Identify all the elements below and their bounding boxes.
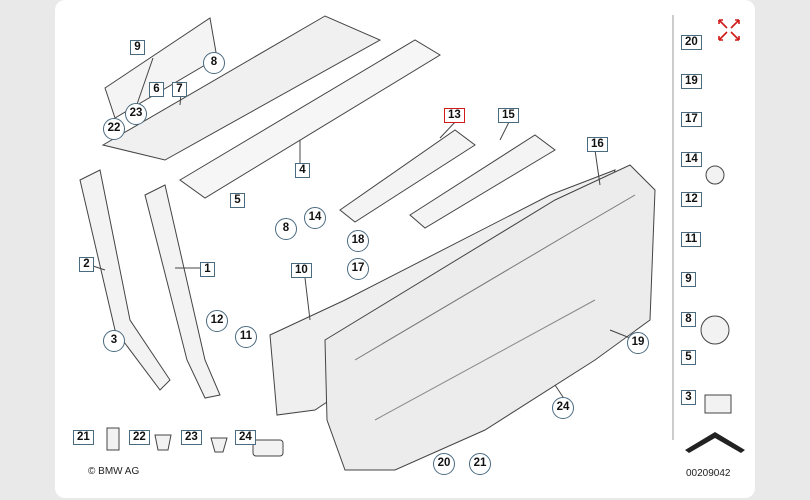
part-24-icon — [252, 439, 284, 457]
right-label-11[interactable]: 11 — [681, 232, 702, 247]
parts-diagram — [79, 15, 745, 471]
expand-arrows-icon — [718, 19, 740, 41]
label-15[interactable]: 15 — [498, 108, 519, 123]
label-22[interactable]: 22 — [103, 118, 125, 140]
label-13-highlighted[interactable]: 13 — [444, 108, 465, 123]
label-17[interactable]: 17 — [347, 258, 369, 280]
arrow-icon — [685, 432, 745, 453]
label-8-b[interactable]: 8 — [275, 218, 297, 240]
door-trim-panel — [324, 164, 656, 471]
right-label-12[interactable]: 12 — [681, 192, 702, 207]
label-9[interactable]: 9 — [130, 40, 145, 55]
right-label-14[interactable]: 14 — [681, 152, 702, 167]
bottom-label-23[interactable]: 23 — [181, 430, 202, 445]
trim-strip-4 — [179, 39, 441, 199]
bottom-label-24[interactable]: 24 — [235, 430, 256, 445]
label-4[interactable]: 4 — [295, 163, 310, 178]
part-22-icon — [154, 434, 172, 451]
part-number-text: 00209042 — [686, 468, 731, 479]
right-label-19[interactable]: 19 — [681, 74, 702, 89]
label-23[interactable]: 23 — [125, 103, 147, 125]
handle-cover-13 — [339, 129, 476, 223]
part-8-icon — [700, 315, 730, 345]
label-11[interactable]: 11 — [235, 326, 257, 348]
diagram-card: 9 8 6 7 23 22 4 5 2 1 3 14 8 18 10 17 12… — [55, 0, 755, 498]
right-label-20[interactable]: 20 — [681, 35, 702, 50]
label-14[interactable]: 14 — [304, 207, 326, 229]
bottom-label-22[interactable]: 22 — [129, 430, 150, 445]
right-label-9[interactable]: 9 — [681, 272, 696, 287]
label-10[interactable]: 10 — [291, 263, 312, 278]
label-1[interactable]: 1 — [200, 262, 215, 277]
right-label-17[interactable]: 17 — [681, 112, 702, 127]
bottom-label-21[interactable]: 21 — [73, 430, 94, 445]
label-7[interactable]: 7 — [172, 82, 187, 97]
right-label-8[interactable]: 8 — [681, 312, 696, 327]
trim-strip-top — [101, 15, 382, 161]
copyright-text: © BMW AG — [88, 466, 140, 477]
right-label-5[interactable]: 5 — [681, 350, 696, 365]
part-21-icon — [106, 427, 120, 451]
label-21[interactable]: 21 — [469, 453, 491, 475]
label-6[interactable]: 6 — [149, 82, 164, 97]
part-3-icon — [704, 394, 732, 414]
handle-cover-15 — [409, 134, 556, 229]
label-18[interactable]: 18 — [347, 230, 369, 252]
label-20[interactable]: 20 — [433, 453, 455, 475]
part-14-icon — [705, 165, 725, 185]
label-16[interactable]: 16 — [587, 137, 608, 152]
right-label-3[interactable]: 3 — [681, 390, 696, 405]
side-pillar-1 — [144, 184, 221, 399]
label-3[interactable]: 3 — [103, 330, 125, 352]
label-5[interactable]: 5 — [230, 193, 245, 208]
label-12[interactable]: 12 — [206, 310, 228, 332]
label-2[interactable]: 2 — [79, 257, 94, 272]
label-8[interactable]: 8 — [203, 52, 225, 74]
part-23-icon — [210, 437, 228, 453]
label-24[interactable]: 24 — [552, 397, 574, 419]
label-19[interactable]: 19 — [627, 332, 649, 354]
